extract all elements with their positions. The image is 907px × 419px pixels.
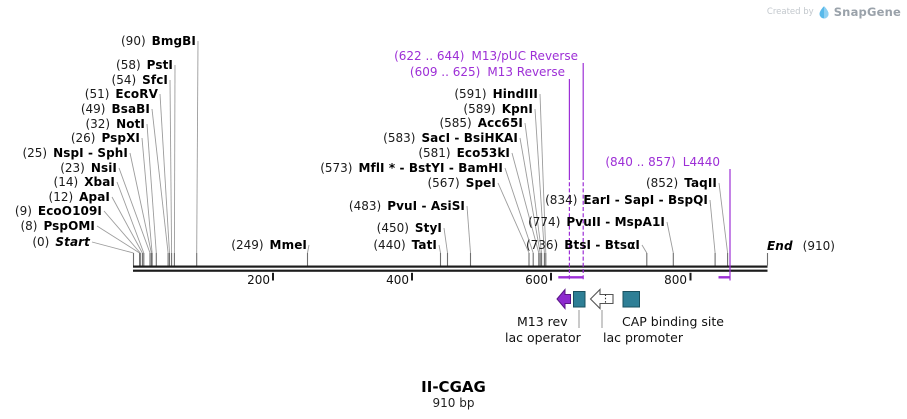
site-label-xbai[interactable]: (14)XbaI — [53, 175, 115, 189]
primer-label-m13-puc-reverse[interactable]: (622 .. 644)M13/pUC Reverse — [394, 49, 578, 63]
lac-promoter-arrow[interactable] — [589, 288, 614, 310]
feature-label-lac-promoter[interactable]: lac promoter — [603, 330, 683, 345]
site-label-pvuii-mspa1i[interactable]: (774)PvuII - MspA1I — [528, 215, 665, 229]
site-label-apai[interactable]: (12)ApaI — [48, 190, 110, 204]
watermark-brand: SnapGene — [833, 5, 901, 19]
feature-glyphs — [556, 288, 640, 310]
snapgene-logo-icon — [819, 5, 829, 18]
site-label-spei[interactable]: (567)SpeI — [427, 176, 496, 190]
leader-lines — [91, 40, 729, 254]
site-label-tati[interactable]: (440)TatI — [373, 238, 437, 252]
plasmid-title: II-CGAG — [421, 378, 486, 396]
axis-tick-label-800: 800 — [664, 273, 687, 287]
axis-tick-label-400: 400 — [386, 273, 409, 287]
m13-rev-arrow[interactable] — [556, 288, 571, 310]
map-start-label: (0)Start — [32, 235, 90, 249]
site-label-acc65i[interactable]: (585)Acc65I — [439, 116, 523, 130]
feature-leader-lines — [578, 310, 603, 328]
site-label-pspxi[interactable]: (26)PspXI — [70, 131, 140, 145]
site-label-btsi-btsai[interactable]: (736)BtsI - BtsαI — [525, 238, 640, 252]
site-label-nsii[interactable]: (23)NsiI — [60, 161, 117, 175]
site-label-nspi-sphi[interactable]: (25)NspI - SphI — [22, 146, 128, 160]
site-label-pspomi[interactable]: (8)PspOMI — [20, 219, 95, 233]
snapgene-watermark: Created by SnapGene — [767, 5, 901, 19]
site-ticks — [132, 253, 769, 266]
primer-markers — [558, 63, 731, 281]
feature-label-lac-operator[interactable]: lac operator — [505, 330, 581, 345]
site-label-ecoo109i[interactable]: (9)EcoO109I — [14, 204, 102, 218]
primer-label-m13-reverse[interactable]: (609 .. 625)M13 Reverse — [409, 65, 565, 79]
axis-tick-label-600: 600 — [525, 273, 548, 287]
site-label-styi[interactable]: (450)StyI — [376, 221, 442, 235]
plasmid-length: 910 bp — [432, 396, 475, 410]
site-label-mmei[interactable]: (249)MmeI — [231, 238, 307, 252]
site-label-pvui-asisi[interactable]: (483)PvuI - AsiSI — [348, 199, 465, 213]
axis-tick-label-200: 200 — [247, 273, 270, 287]
feature-label-m13-rev[interactable]: M13 rev — [517, 314, 568, 329]
site-label-hindiii[interactable]: (591)HindIII — [454, 87, 538, 101]
site-label-eari-sapi-bspqi[interactable]: (834)EarI - SapI - BspQI — [545, 193, 708, 207]
feature-label-cap-binding-site[interactable]: CAP binding site — [622, 314, 724, 329]
map-end-label: End(910) — [767, 239, 835, 253]
site-label-eco53ki[interactable]: (581)Eco53kI — [418, 146, 510, 160]
site-label-kpni[interactable]: (589)KpnI — [463, 102, 533, 116]
site-label-taqii[interactable]: (852)TaqII — [645, 176, 717, 190]
site-label-bsabi[interactable]: (49)BsaBI — [80, 102, 150, 116]
primer-label-l4440[interactable]: (840 .. 857)L4440 — [605, 155, 720, 169]
sequence-axis — [133, 265, 768, 272]
site-label-mfli-bstyi-bamhi[interactable]: (573)MflI * - BstYI - BamHI — [320, 161, 503, 175]
lac-operator-box[interactable] — [573, 291, 586, 308]
site-label-sfci[interactable]: (54)SfcI — [111, 73, 168, 87]
site-label-ecorv[interactable]: (51)EcoRV — [84, 87, 158, 101]
cap-binding-site-box[interactable] — [622, 291, 640, 308]
site-label-noti[interactable]: (32)NotI — [85, 117, 145, 131]
watermark-created-by: Created by — [766, 7, 814, 17]
site-label-bmgbi[interactable]: (90)BmgBI — [121, 34, 196, 48]
axis-scale-ticks — [272, 272, 692, 281]
site-label-psti[interactable]: (58)PstI — [116, 58, 173, 72]
site-label-saci-bsihkai[interactable]: (583)SacI - BsiHKAI — [383, 131, 518, 145]
